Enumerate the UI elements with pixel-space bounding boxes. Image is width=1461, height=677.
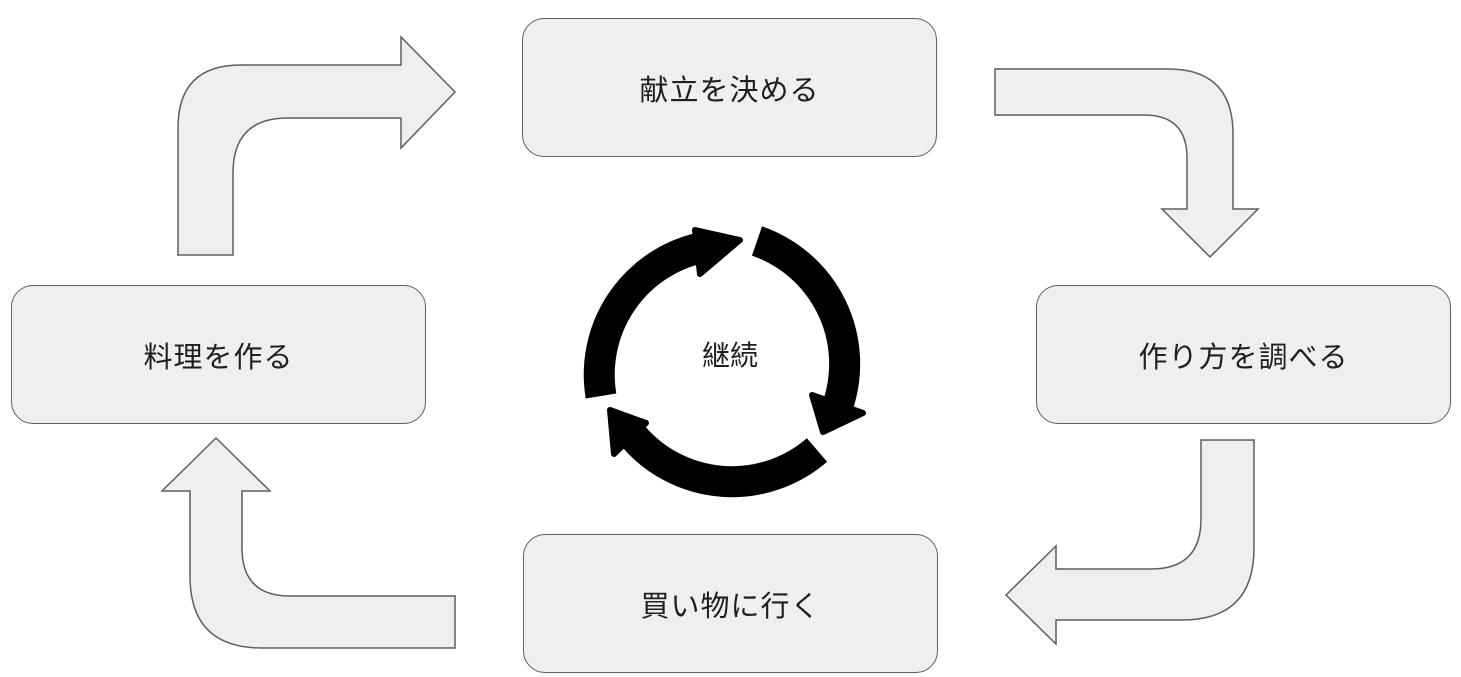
step-go-shopping: 買い物に行く xyxy=(523,534,938,673)
arrow-shopping-to-cook xyxy=(160,436,456,649)
step-cook-label: 料理を作る xyxy=(143,339,294,374)
arrow-plan-to-research xyxy=(994,68,1260,259)
arrow-research-to-shopping xyxy=(1004,439,1255,646)
step-go-shopping-label: 買い物に行く xyxy=(640,588,821,623)
step-cook: 料理を作る xyxy=(11,285,426,424)
step-research-recipe: 作り方を調べる xyxy=(1036,285,1451,424)
step-research-recipe-label: 作り方を調べる xyxy=(1138,339,1349,374)
step-plan-menu: 献立を決める xyxy=(522,18,937,157)
step-plan-menu-label: 献立を決める xyxy=(639,72,820,107)
cycle-arrows-icon xyxy=(583,226,866,498)
cycle-center-label: 継続 xyxy=(701,339,758,372)
arrow-cook-to-plan xyxy=(177,35,457,256)
